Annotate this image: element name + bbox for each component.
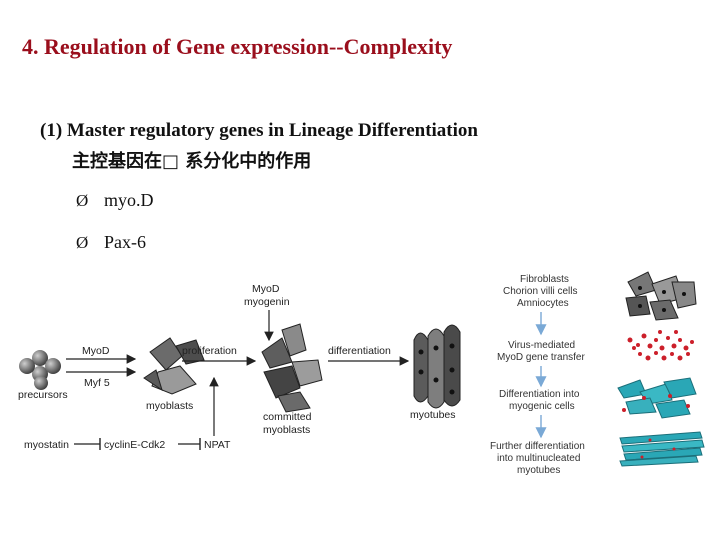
- myod-top-label: MyoD: [252, 283, 280, 295]
- subtitle-chinese: 主控基因在□ 系分化中的作用: [72, 151, 312, 172]
- cyclin-label: cyclinE-Cdk2: [104, 439, 165, 451]
- bullet-text: Pax-6: [104, 232, 146, 252]
- red-cells-thumbnail-icon: [627, 330, 694, 361]
- myogenin-label: myogenin: [244, 296, 290, 308]
- committed-myoblast-cells-icon: [261, 323, 323, 413]
- myf5-label: Myf 5: [84, 377, 110, 389]
- bullet-arrow-icon: Ø: [76, 191, 89, 210]
- myotubes-label: myotubes: [410, 409, 456, 421]
- fibroblasts-label: Fibroblasts: [520, 274, 569, 285]
- npat-label: NPAT: [204, 439, 231, 451]
- further-diff-label: Further differentiation: [490, 441, 585, 452]
- committed-myoblasts-label: myoblasts: [263, 424, 310, 436]
- myostatin-label: myostatin: [24, 439, 69, 451]
- virus-label: Virus-mediated: [508, 340, 575, 351]
- bullet-text: myo.D: [104, 190, 154, 210]
- slide-title: 4. Regulation of Gene expression--Comple…: [22, 34, 453, 59]
- fibroblast-thumbnail-icon: [625, 271, 697, 321]
- differentiation-label: differentiation: [328, 345, 391, 357]
- subtitle-english: (1) Master regulatory genes in Lineage D…: [40, 120, 478, 141]
- myod-arrow-label: MyoD: [82, 345, 110, 357]
- gene-transfer-label: MyoD gene transfer: [497, 352, 585, 363]
- myogenic-cells-label: myogenic cells: [509, 401, 575, 412]
- myoblasts-label: myoblasts: [146, 400, 193, 412]
- myotube-thumbnail-icon: [619, 431, 705, 467]
- committed-label: committed: [263, 411, 312, 423]
- proliferation-label: proliferation: [182, 345, 237, 357]
- differentiation-into-label: Differentiation into: [499, 389, 580, 400]
- bullet-item: Ø Pax-6: [76, 232, 146, 253]
- precursor-cells-icon: [19, 350, 61, 390]
- chorion-label: Chorion villi cells: [503, 286, 577, 297]
- precursors-label: precursors: [18, 389, 68, 401]
- myotubes-right-label: myotubes: [517, 465, 560, 476]
- teal-cells-thumbnail-icon: [617, 377, 697, 419]
- multinucleated-label: into multinucleated: [497, 453, 580, 464]
- myotube-cells-icon: [413, 324, 461, 409]
- myoblast-cells-icon: [143, 337, 205, 395]
- bullet-arrow-icon: Ø: [76, 233, 89, 252]
- amniocytes-label: Amniocytes: [517, 298, 569, 309]
